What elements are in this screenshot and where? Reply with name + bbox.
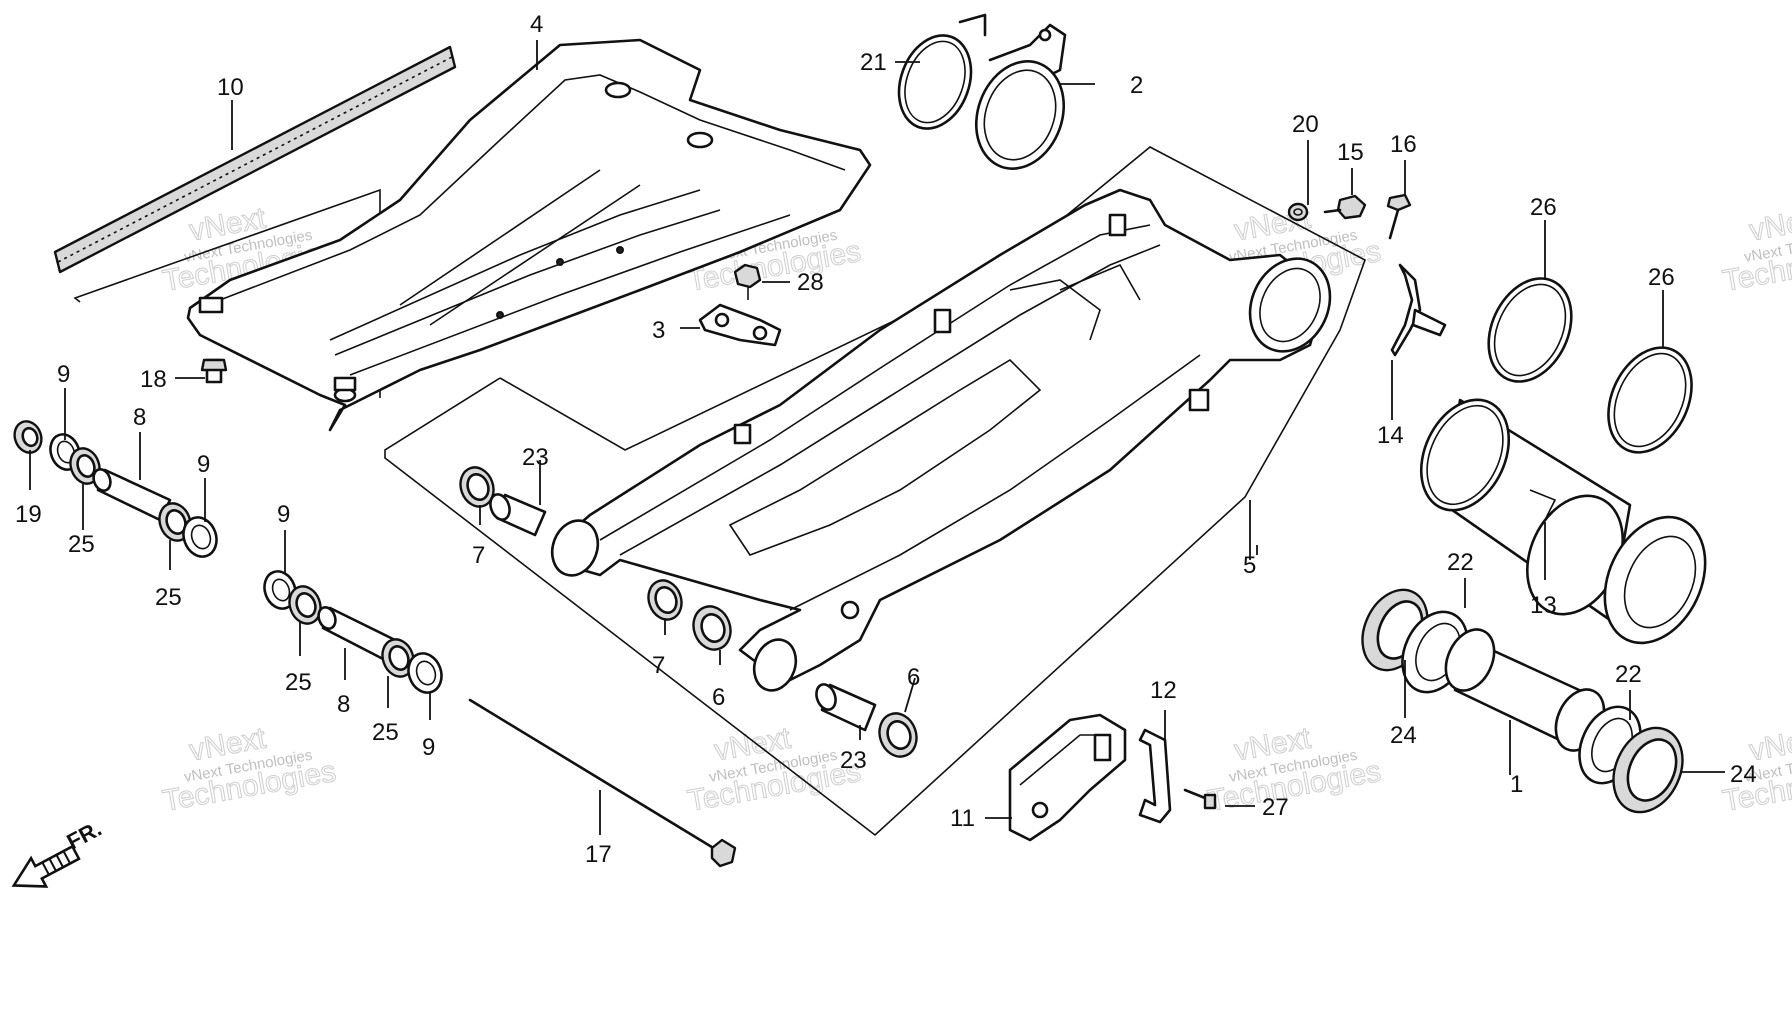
pivot-cap — [263, 570, 297, 610]
seal-strip — [53, 45, 457, 274]
callout-7a: 7 — [472, 542, 485, 569]
callout-22a: 22 — [1447, 549, 1474, 576]
callout-15: 15 — [1337, 139, 1364, 166]
spacer-sleeve — [489, 493, 547, 537]
band-clamp — [897, 13, 987, 130]
callout-24a: 24 — [1390, 722, 1417, 749]
callout-8a: 8 — [133, 404, 146, 431]
callout-6a: 6 — [907, 664, 920, 691]
spacer-sleeve — [815, 683, 877, 732]
callout-9c: 9 — [277, 501, 290, 528]
callout-12: 12 — [1150, 677, 1177, 704]
callout-22b: 22 — [1615, 661, 1642, 688]
splash-guard — [186, 38, 872, 432]
slider-bracket — [1138, 728, 1172, 824]
callout-8b: 8 — [337, 691, 350, 718]
needle-bearing — [381, 638, 415, 678]
washer — [1287, 202, 1309, 222]
callout-23a: 23 — [522, 444, 549, 471]
bolt-15 — [1323, 194, 1367, 220]
callout-9a: 9 — [57, 361, 70, 388]
callout-25b: 25 — [155, 584, 182, 611]
bushing — [647, 579, 683, 621]
hose-clip — [698, 303, 782, 347]
pivot-bolt — [468, 698, 737, 868]
callout-24b: 24 — [1730, 761, 1757, 788]
callout-14: 14 — [1377, 422, 1404, 449]
callout-26a: 26 — [1530, 194, 1557, 221]
callout-23b: 23 — [840, 747, 867, 774]
bolt-18 — [200, 358, 228, 384]
callout-10: 10 — [217, 74, 244, 101]
callout-13: 13 — [1530, 592, 1557, 619]
flange-bolt — [733, 263, 762, 300]
needle-bearing — [288, 585, 322, 625]
callout-9b: 9 — [197, 451, 210, 478]
callout-18: 18 — [140, 366, 167, 393]
callout-21: 21 — [860, 49, 887, 76]
callout-4: 4 — [530, 11, 543, 38]
screw-16 — [1386, 193, 1412, 240]
boot-ring — [974, 23, 1067, 170]
callout-19: 19 — [15, 501, 42, 528]
assembly-boundary — [384, 146, 1366, 837]
svg-text:vNext: vNext — [1747, 202, 1792, 248]
callout-27: 27 — [1262, 794, 1289, 821]
bushing — [459, 466, 495, 508]
callout-5: 5 — [1243, 552, 1256, 579]
callout-16: 16 — [1390, 131, 1417, 158]
callout-1: 1 — [1510, 771, 1523, 798]
pivot-collar — [92, 468, 172, 522]
bushing — [692, 605, 732, 651]
callout-11: 11 — [950, 805, 975, 832]
watermark: vNext vNext Technologies Technologies — [160, 721, 339, 818]
o-ring — [1487, 277, 1573, 383]
dust-seal — [1612, 726, 1684, 814]
callout-20: 20 — [1292, 111, 1319, 138]
pivot-cap — [407, 652, 443, 694]
swingarm — [550, 188, 1332, 692]
callout-26b: 26 — [1648, 264, 1675, 291]
chain-slider — [1008, 713, 1127, 842]
chain-guide-plate — [1390, 263, 1447, 357]
o-ring — [1607, 346, 1693, 454]
callout-2: 2 — [1130, 72, 1143, 99]
callout-7b: 7 — [652, 652, 665, 679]
pivot-cap — [13, 420, 43, 454]
watermark: vNext vNext Technologies Technologies — [685, 721, 864, 818]
callout-17: 17 — [585, 841, 612, 868]
leader-lines — [29, 40, 1725, 835]
bushing — [878, 712, 918, 758]
callout-25a: 25 — [68, 531, 95, 558]
callout-9d: 9 — [422, 734, 435, 761]
screw-27 — [1183, 788, 1217, 810]
callout-3: 3 — [652, 317, 665, 344]
callout-6b: 6 — [712, 684, 725, 711]
watermark: vNext vNext Technologies Technologies — [1720, 201, 1792, 298]
callout-28: 28 — [797, 269, 824, 296]
needle-bearing — [69, 447, 101, 485]
callout-25d: 25 — [372, 719, 399, 746]
pivot-cap — [182, 516, 218, 558]
watermark: vNext vNext Technologies Technologies — [1205, 721, 1384, 818]
arrow-icon — [11, 844, 81, 888]
front-direction-indicator: FR. — [11, 816, 106, 888]
callout-25c: 25 — [285, 669, 312, 696]
bearing-holder — [1419, 398, 1707, 645]
callout-labels: 1 2 3 4 5 6 6 7 7 8 8 9 9 9 9 10 11 12 1… — [15, 11, 1757, 868]
